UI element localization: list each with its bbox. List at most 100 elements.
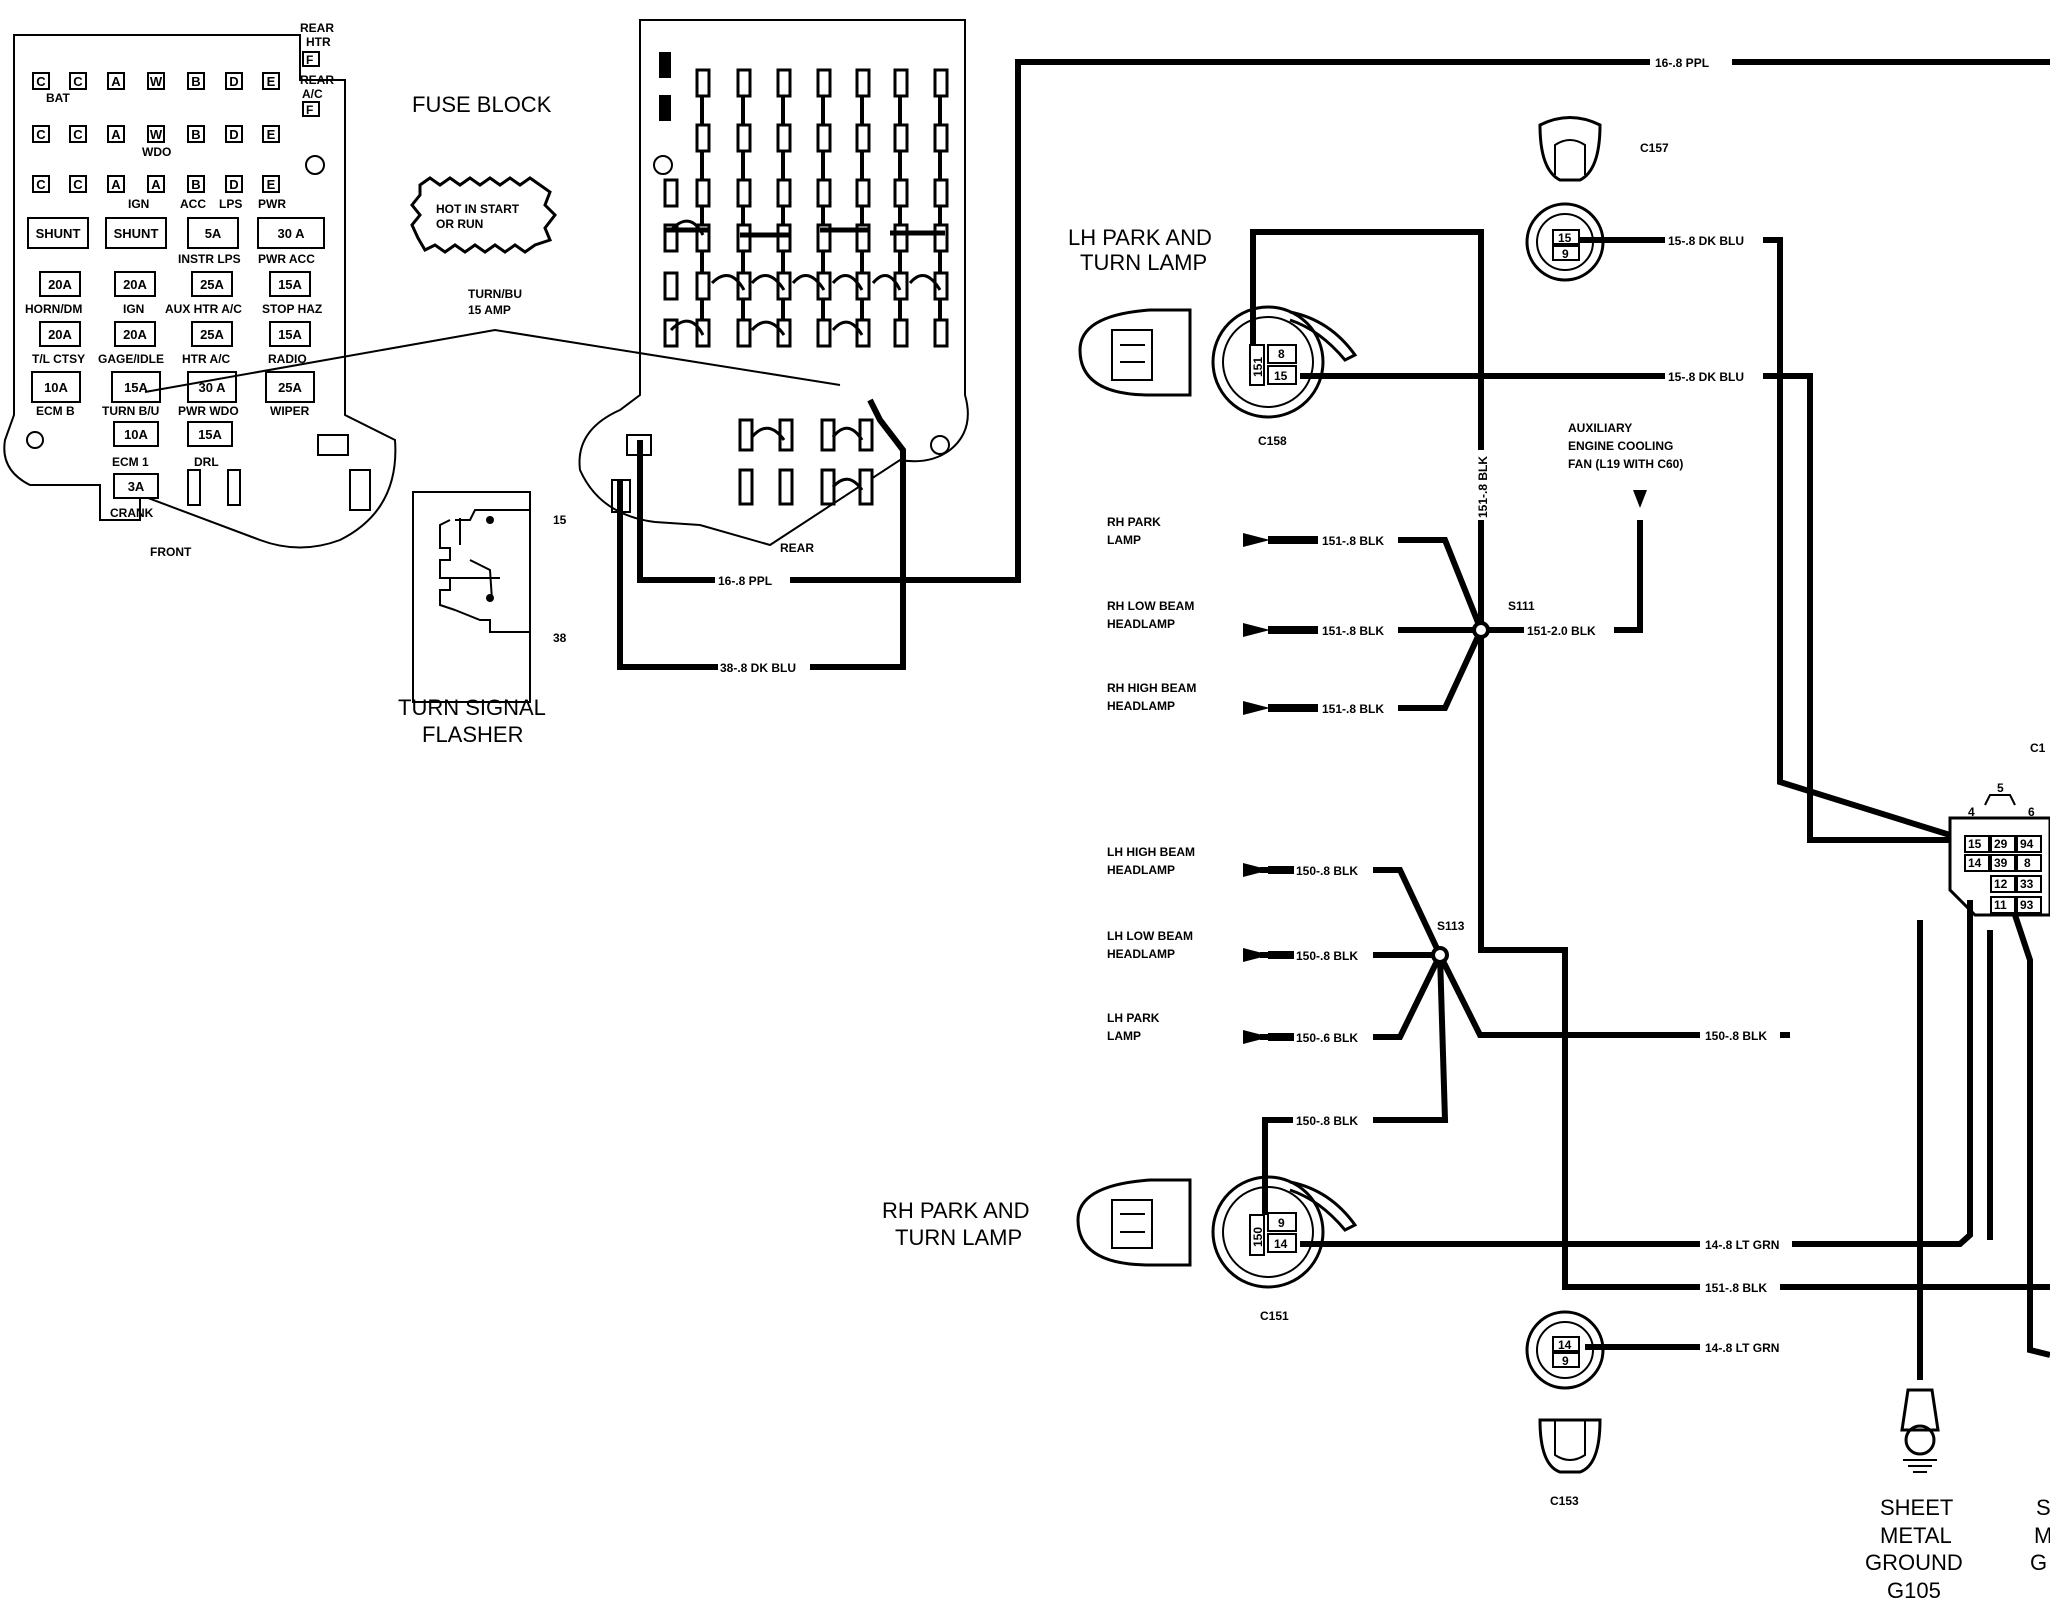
fuse-label: PWR WDO xyxy=(178,404,239,418)
svg-text:29: 29 xyxy=(1994,837,2008,851)
c158-pin-151: 151 xyxy=(1251,357,1265,377)
svg-text:C: C xyxy=(73,127,83,142)
wire-label-rh-high: 151-.8 BLK xyxy=(1322,702,1384,716)
terminal-row-2: C C A W B D E WDO xyxy=(32,125,280,159)
c158-label: C158 xyxy=(1258,434,1287,448)
component-labels: LH PARK AND TURN LAMP RH PARK AND TURN L… xyxy=(882,141,2050,1600)
wire-label-s111-out: 151-2.0 BLK xyxy=(1527,624,1596,638)
hot-note-burst xyxy=(410,176,557,254)
fuse-value: 3A xyxy=(128,479,145,494)
c158-pin-15: 15 xyxy=(1274,369,1288,383)
fuse-label: ECM B xyxy=(36,404,75,418)
f-label-2: F xyxy=(306,103,313,117)
wire-label-blk-vertical: 151-.8 BLK xyxy=(1476,456,1490,518)
fuse-label: WIPER xyxy=(270,404,310,418)
lh-park-lamp-title-line1: LH PARK AND xyxy=(1068,225,1212,250)
svg-text:B: B xyxy=(191,74,200,89)
fuse-block-rear: REAR xyxy=(578,19,969,555)
aux-fan-label-line1: AUXILIARY xyxy=(1568,421,1632,435)
hot-note-line1: HOT IN START xyxy=(436,202,520,216)
fuse-value: 20A xyxy=(123,327,147,342)
wire-label-rh-low: 151-.8 BLK xyxy=(1322,624,1384,638)
turn-signal-flasher: 15 38 TURN SIGNAL FLASHER xyxy=(398,491,567,747)
turn-fuse-leader xyxy=(144,328,841,393)
rh-low-beam-line1: RH LOW BEAM xyxy=(1107,599,1194,613)
fuse-value: 15A xyxy=(124,380,148,395)
fuse-label: IGN xyxy=(123,302,144,316)
ground-label-line4: G105 xyxy=(1887,1578,1941,1600)
fuse-label: RADIO xyxy=(268,352,307,366)
ground-label-line2: METAL xyxy=(1880,1523,1952,1548)
ground2-label-line2: M xyxy=(2034,1523,2050,1548)
svg-text:A: A xyxy=(111,177,121,192)
flasher-title-line1: TURN SIGNAL xyxy=(398,695,546,720)
bat-label: BAT xyxy=(46,91,70,105)
fuse-label: ECM 1 xyxy=(112,455,149,469)
c153-pin-14: 14 xyxy=(1558,1338,1572,1352)
aux-fan-label-line2: ENGINE COOLING xyxy=(1568,439,1673,453)
fuse-value: 10A xyxy=(44,380,68,395)
fuse-label: AUX HTR A/C xyxy=(165,302,242,316)
wdo-label: WDO xyxy=(142,145,171,159)
c153-label: C153 xyxy=(1550,1494,1579,1508)
svg-text:E: E xyxy=(267,127,276,142)
wire-label-lh-high: 150-.8 BLK xyxy=(1296,864,1358,878)
fuse-label: DRL xyxy=(194,455,219,469)
fuse-label: TURN B/U xyxy=(102,404,159,418)
wire-label-rh-park: 151-.8 BLK xyxy=(1322,534,1384,548)
connector-c1-label: C1 xyxy=(2030,741,2046,755)
c157-label: C157 xyxy=(1640,141,1669,155)
ground2-label-line1: S xyxy=(2036,1495,2050,1520)
fuse-value: 15A xyxy=(278,277,302,292)
rh-park-lamp-title-line1: RH PARK AND xyxy=(882,1198,1030,1223)
fuse-label: PWR ACC xyxy=(258,252,315,266)
ac-label: A/C xyxy=(302,87,323,101)
fuse-label: T/L CTSY xyxy=(32,352,85,366)
lh-park-lamp: 151 8 15 xyxy=(1078,305,1358,419)
s111-label: S111 xyxy=(1508,599,1535,613)
lh-park-lamp-line1: LH PARK xyxy=(1107,1011,1160,1025)
fuse-label: CRANK xyxy=(110,506,154,520)
fuse-value: 20A xyxy=(48,327,72,342)
fuse-value: 15A xyxy=(278,327,302,342)
f-label-1: F xyxy=(306,53,313,67)
svg-text:W: W xyxy=(150,127,163,142)
svg-text:D: D xyxy=(229,177,238,192)
svg-text:D: D xyxy=(229,74,238,89)
rh-park-lamp-line2: LAMP xyxy=(1107,533,1141,547)
svg-text:33: 33 xyxy=(2020,877,2034,891)
wire-label-ppl-bottom: 16-.8 PPL xyxy=(718,574,772,588)
fuse-row-2: 20A 20A 25A 15A HORN/DM IGN AUX HTR A/C … xyxy=(25,271,322,316)
fuse-label: HORN/DM xyxy=(25,302,82,316)
ground-g105-symbol xyxy=(1900,1388,1940,1473)
fuse-label: GAGE/IDLE xyxy=(98,352,164,366)
fuse-value: 30 A xyxy=(278,226,306,241)
terminal-row-3: C C A A B D E IGN ACC LPS PWR xyxy=(32,175,286,211)
svg-text:B: B xyxy=(191,127,200,142)
rh-park-lamp: 150 9 14 xyxy=(1076,1175,1358,1289)
aux-fan-label-line3: FAN (L19 WITH C60) xyxy=(1568,457,1683,471)
fuse-value: SHUNT xyxy=(114,226,159,241)
fuse-value: 10A xyxy=(124,427,148,442)
acc-label: ACC xyxy=(180,197,206,211)
rh-high-beam-line2: HEADLAMP xyxy=(1107,699,1175,713)
terminal-row-1: C C A W B D E BAT xyxy=(32,72,280,105)
front-label: FRONT xyxy=(150,545,192,559)
fuse-label: HTR A/C xyxy=(182,352,231,366)
svg-text:93: 93 xyxy=(2020,898,2034,912)
lh-high-beam-line1: LH HIGH BEAM xyxy=(1107,845,1195,859)
lh-park-lamp-title-line2: TURN LAMP xyxy=(1080,250,1207,275)
svg-text:12: 12 xyxy=(1994,877,2008,891)
svg-text:39: 39 xyxy=(1994,856,2008,870)
fuse-value: 15A xyxy=(198,427,222,442)
splice-arrows xyxy=(1243,490,1647,1044)
svg-text:C: C xyxy=(36,127,46,142)
wire-label-s113-out: 150-.8 BLK xyxy=(1705,1029,1767,1043)
conn-pin-6: 6 xyxy=(2028,805,2035,819)
c151-pin-14: 14 xyxy=(1274,1237,1288,1251)
turn-fuse-label-line2: 15 AMP xyxy=(468,303,511,317)
lh-high-beam-line2: HEADLAMP xyxy=(1107,863,1175,877)
wire-label-dkblu-flasher: 38-.8 DK BLU xyxy=(720,661,796,675)
wire-label-lh-low: 150-.8 BLK xyxy=(1296,949,1358,963)
fuse-block-front: REAR HTR F REAR A/C F C C A W B D E BAT … xyxy=(3,21,397,559)
